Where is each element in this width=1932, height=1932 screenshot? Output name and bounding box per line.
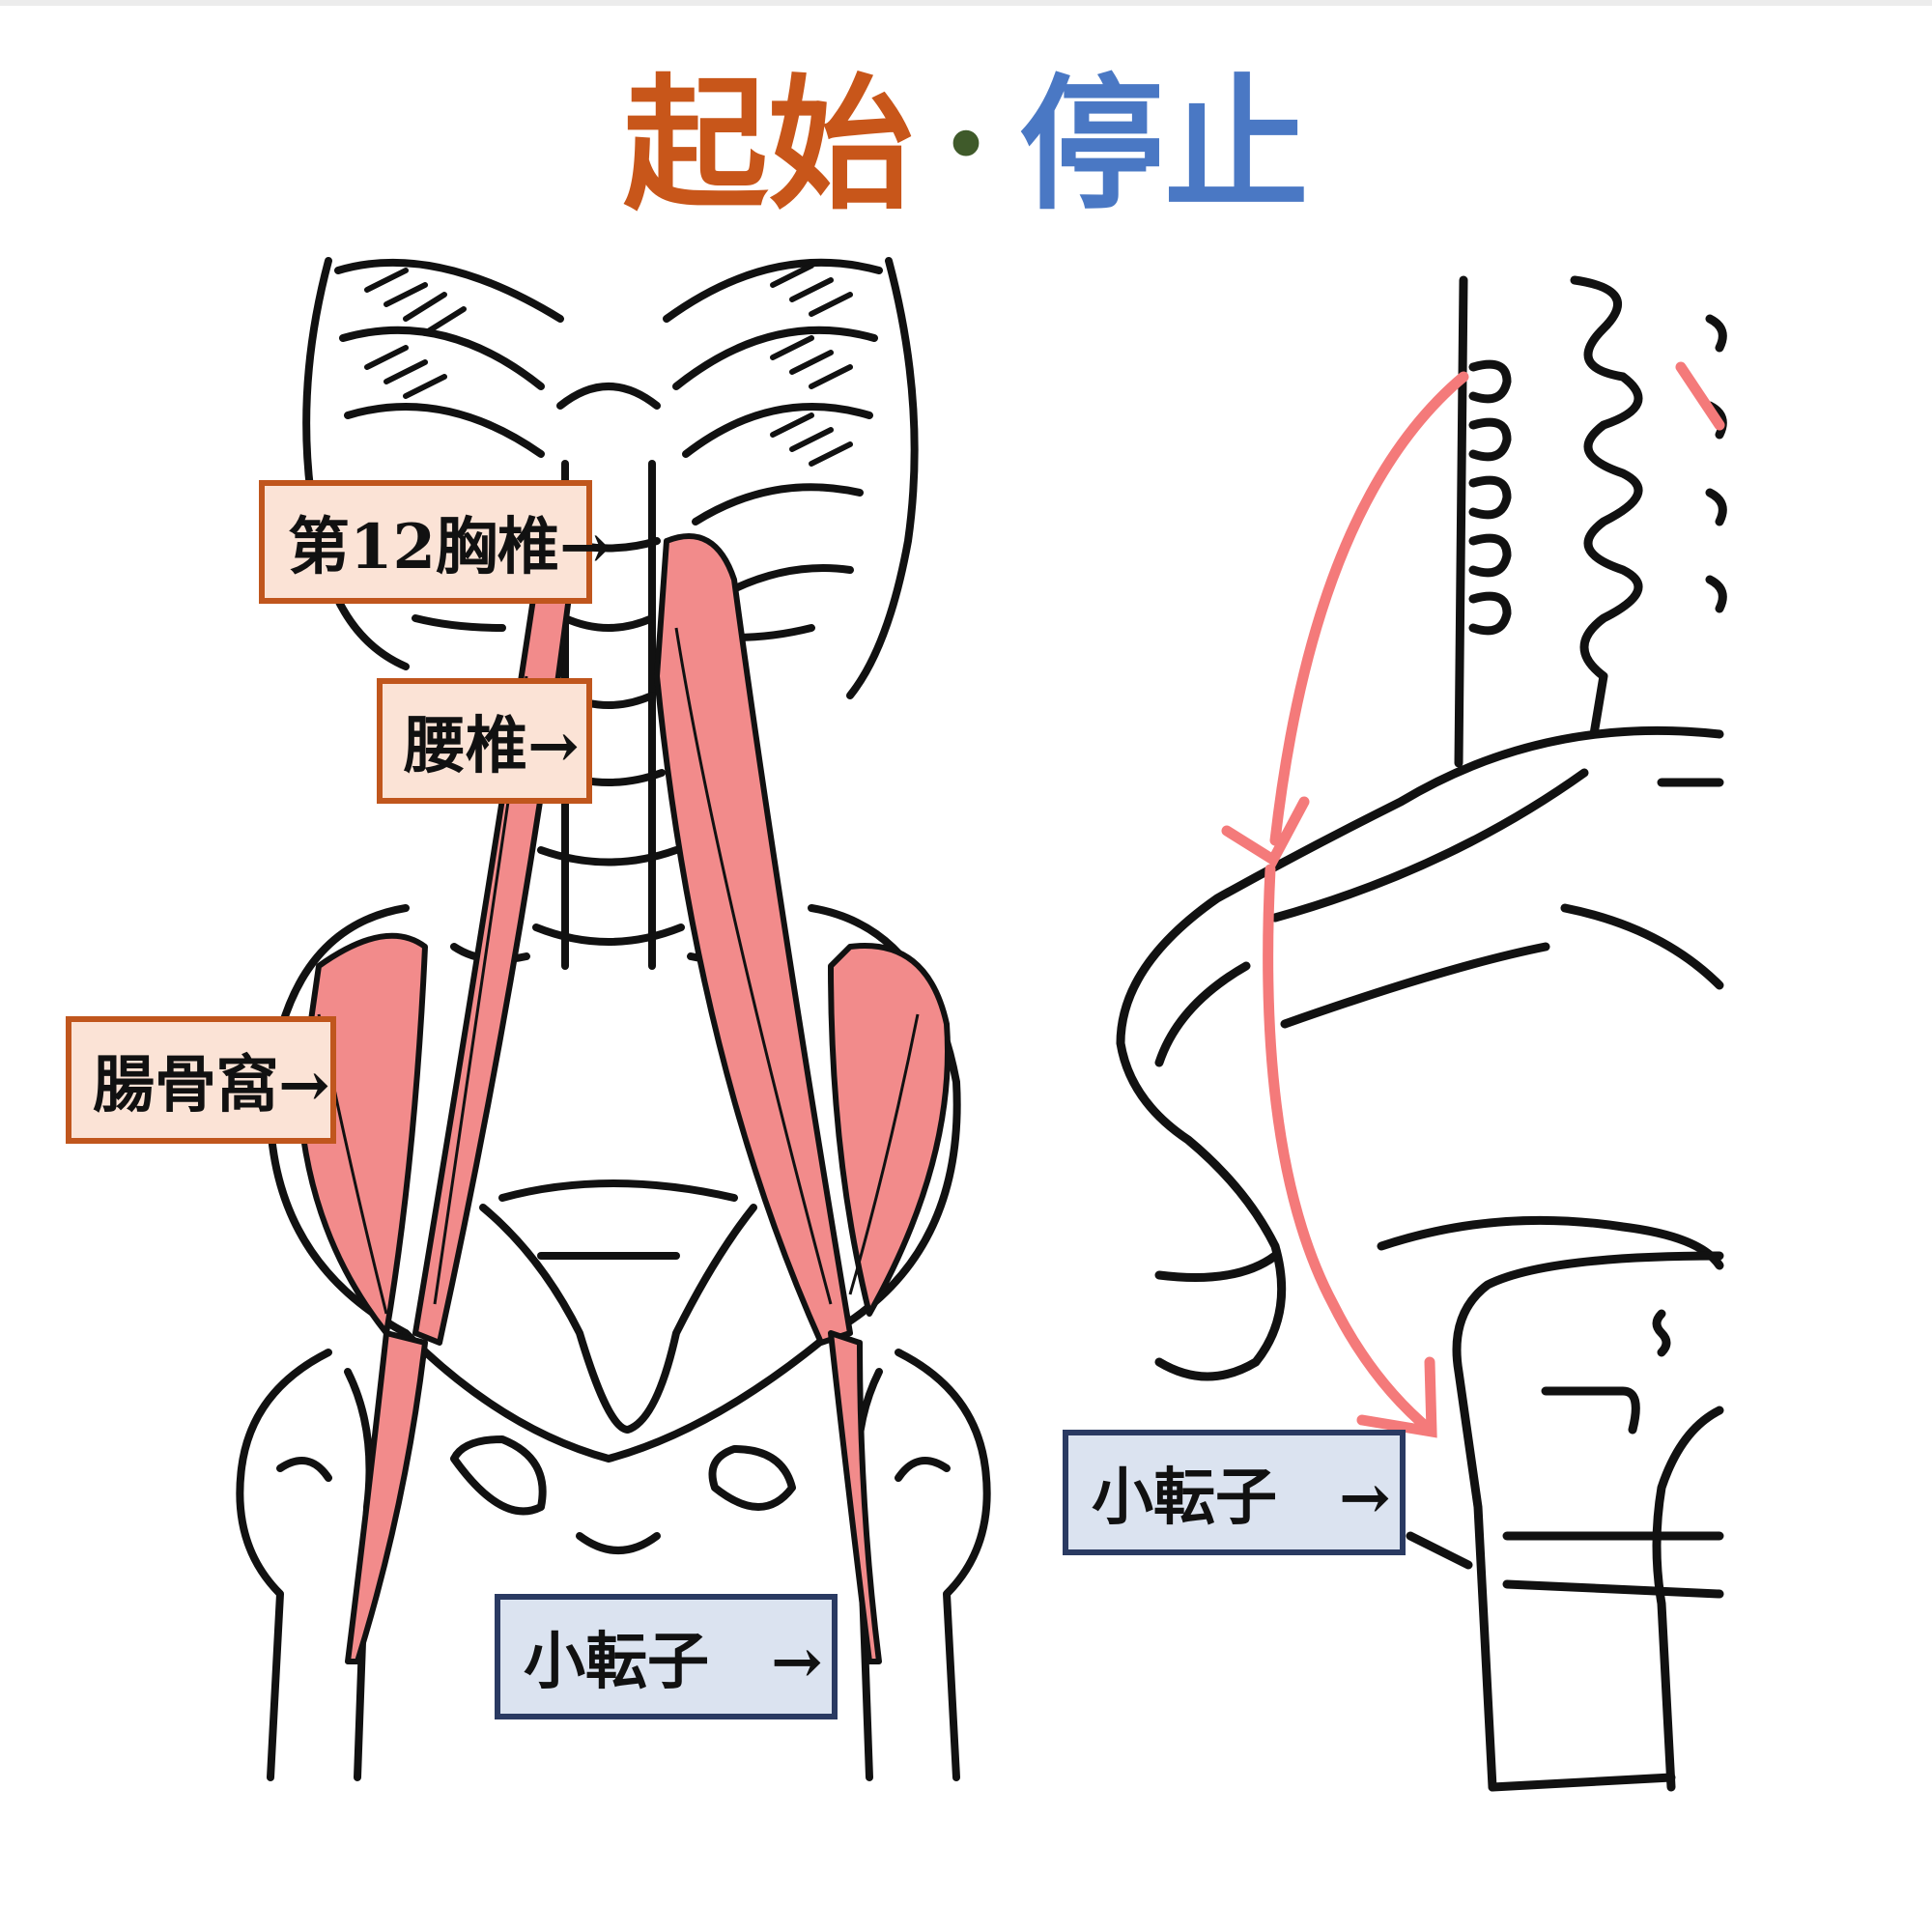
left-distal-tendon [345,1330,428,1664]
title-insertion: 停止 [1019,60,1310,230]
label-lesser-trochanter-front-text: 小転子 → [524,1626,823,1698]
side-spine [1454,275,1727,768]
side-pelvis [1116,725,1724,1381]
label-lumbar-vertebrae: 腰椎→ [377,678,592,804]
side-arrows [1221,361,1725,1438]
arrow-upper [1269,371,1469,846]
label-iliac-fossa: 腸骨窩→ [66,1016,336,1144]
right-distal-tendon [828,1330,882,1664]
label-lesser-trochanter-side-text: 小転子 → [1092,1462,1391,1534]
label-lesser-trochanter-side: 小転子 → [1063,1430,1406,1555]
arrow-lower [1263,864,1435,1435]
title-origin: 起始 [622,60,913,230]
label-lumbar-text: 腰椎→ [404,710,580,782]
label-iliac-fossa-text: 腸骨窩→ [93,1049,330,1122]
side-femur [1406,1251,1724,1792]
right-iliacus [828,943,951,1317]
right-psoas [654,533,853,1346]
top-divider [0,0,1932,6]
title-separator: ・ [913,84,1019,209]
rib-hatching [364,263,853,467]
label-t12-text: 第12胸椎→ [288,511,611,583]
page-title: 起始・停止 [0,58,1932,234]
side-view [1116,275,1727,1792]
label-lesser-trochanter-front: 小転子 → [495,1594,838,1719]
label-t12-vertebra: 第12胸椎→ [259,480,611,604]
